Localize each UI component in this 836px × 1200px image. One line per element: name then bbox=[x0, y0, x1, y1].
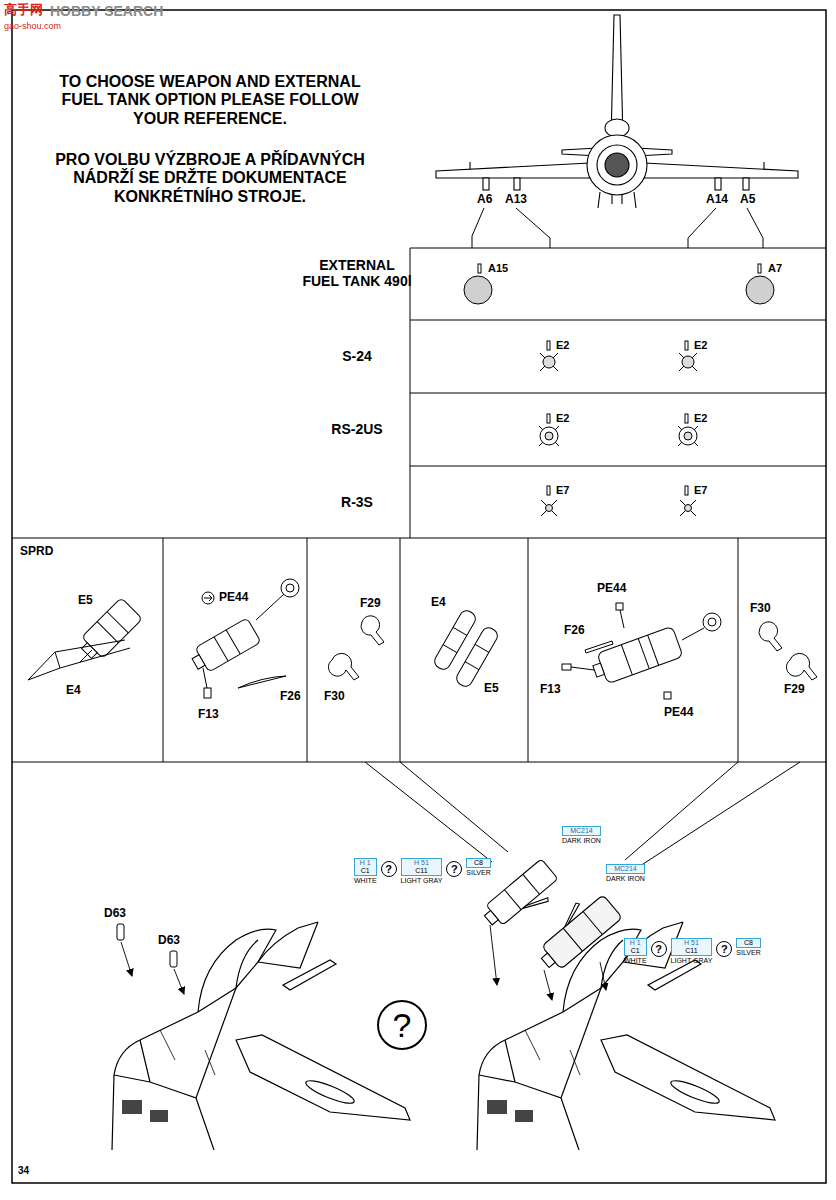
query-circle: ? bbox=[446, 861, 462, 877]
part-number: E2 bbox=[556, 339, 569, 352]
paint-name: LIGHT GRAY bbox=[401, 877, 443, 885]
part-number: E4 bbox=[66, 684, 81, 698]
paint-callout: H 51C11LIGHT GRAY bbox=[671, 938, 713, 965]
part-number: E7 bbox=[694, 484, 707, 497]
part-number: E2 bbox=[694, 412, 707, 425]
query-circle: ? bbox=[716, 941, 732, 957]
callout-number: A14 bbox=[706, 193, 728, 207]
paint-code: H 1 bbox=[628, 939, 643, 947]
part-number: F30 bbox=[324, 690, 345, 704]
paint-name: LIGHT GRAY bbox=[671, 957, 713, 965]
part-number: A7 bbox=[768, 262, 782, 275]
part-number: F29 bbox=[784, 683, 805, 697]
paint-code-box: MC214 bbox=[562, 826, 601, 836]
section-title: SPRD bbox=[20, 545, 53, 559]
part-number: F29 bbox=[360, 597, 381, 611]
part-number: D63 bbox=[158, 934, 180, 948]
paint-code-box: MC214 bbox=[606, 864, 645, 874]
paint-code-box: H 1C1 bbox=[624, 938, 647, 956]
part-number: E4 bbox=[431, 596, 446, 610]
paint-code: H 51 bbox=[405, 859, 439, 867]
page-number: 34 bbox=[18, 1165, 29, 1177]
paint-name: SILVER bbox=[466, 869, 490, 877]
part-number: A15 bbox=[488, 262, 508, 275]
paint-name: DARK IRON bbox=[562, 837, 601, 845]
paint-code-box: C8 bbox=[466, 858, 490, 868]
query-circle: ? bbox=[651, 941, 667, 957]
query-mark: ? bbox=[655, 944, 662, 955]
part-number: E7 bbox=[556, 484, 569, 497]
watermark: 高手网 bbox=[4, 3, 43, 18]
watermark: gao-shou.com bbox=[4, 21, 61, 31]
part-number: PE44 bbox=[664, 706, 693, 720]
paint-callout: C8SILVER bbox=[736, 938, 760, 957]
part-number: PE44 bbox=[219, 591, 248, 605]
paint-name: DARK IRON bbox=[606, 875, 645, 883]
part-number: F26 bbox=[280, 690, 301, 704]
part-number: F30 bbox=[750, 602, 771, 616]
paint-callout: H 1C1WHITE bbox=[354, 858, 377, 885]
part-number: PE44 bbox=[597, 582, 626, 596]
query-circle: ? bbox=[381, 861, 397, 877]
instruction-text: TO CHOOSE WEAPON AND EXTERNAL FUEL TANK … bbox=[40, 73, 380, 128]
paint-code-box: H 1C1 bbox=[354, 858, 377, 876]
query-mark: ? bbox=[393, 1008, 412, 1042]
query-mark: ? bbox=[721, 944, 728, 955]
part-number: E5 bbox=[484, 682, 499, 696]
paint-code: C1 bbox=[358, 867, 373, 875]
part-number: F13 bbox=[540, 683, 561, 697]
paint-code: C1 bbox=[628, 947, 643, 955]
row-label: R-3S bbox=[302, 494, 412, 510]
paint-code: MC214 bbox=[566, 827, 597, 835]
row-label: EXTERNAL FUEL TANK 490l bbox=[302, 257, 412, 289]
paint-code: H 1 bbox=[358, 859, 373, 867]
row-label: S-24 bbox=[302, 348, 412, 364]
paint-code: C11 bbox=[675, 947, 709, 955]
paint-code-box: H 51C11 bbox=[401, 858, 443, 876]
paint-code: C8 bbox=[740, 939, 756, 947]
part-number: E2 bbox=[556, 412, 569, 425]
paint-callout: C8SILVER bbox=[466, 858, 490, 877]
paint-code: MC214 bbox=[610, 865, 641, 873]
part-number: D63 bbox=[104, 907, 126, 921]
part-number: E2 bbox=[694, 339, 707, 352]
paint-code: H 51 bbox=[675, 939, 709, 947]
paint-callout: MC214DARK IRON bbox=[562, 826, 601, 845]
row-label: RS-2US bbox=[302, 421, 412, 437]
paint-callout: H 51C11LIGHT GRAY bbox=[401, 858, 443, 885]
paint-name: WHITE bbox=[624, 957, 647, 965]
paint-code-box: C8 bbox=[736, 938, 760, 948]
paint-name: WHITE bbox=[354, 877, 377, 885]
query-mark: ? bbox=[451, 864, 458, 875]
paint-code-box: H 51C11 bbox=[671, 938, 713, 956]
instruction-text: PRO VOLBU VÝZBROJE A PŘÍDAVNÝCH NÁDRŽÍ S… bbox=[40, 151, 380, 206]
paint-code: C8 bbox=[470, 859, 486, 867]
paint-code: C11 bbox=[405, 867, 439, 875]
paint-name: SILVER bbox=[736, 949, 760, 957]
callout-number: A6 bbox=[477, 193, 492, 207]
callout-number: A13 bbox=[505, 193, 527, 207]
paint-callout: MC214DARK IRON bbox=[606, 864, 645, 883]
watermark: HOBBY SEARCH bbox=[50, 3, 163, 19]
callout-number: A5 bbox=[740, 193, 755, 207]
part-number: F26 bbox=[564, 624, 585, 638]
paint-callout: H 1C1WHITE bbox=[624, 938, 647, 965]
part-number: E5 bbox=[78, 594, 93, 608]
part-number: F13 bbox=[198, 708, 219, 722]
query-mark: ? bbox=[385, 864, 392, 875]
query-circle: ? bbox=[377, 1000, 427, 1050]
